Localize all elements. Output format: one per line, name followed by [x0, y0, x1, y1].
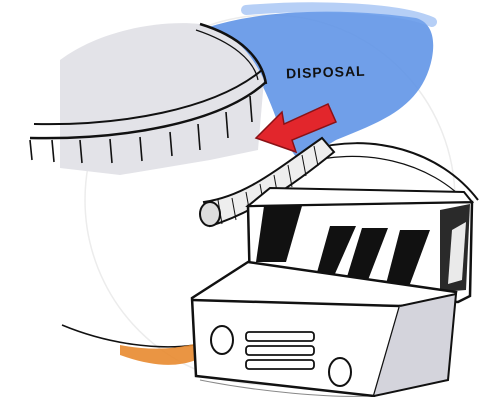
tank-ribs — [29, 95, 253, 164]
tank-shading — [60, 23, 264, 175]
windshield-pillar-left — [256, 206, 302, 262]
disposal-zone — [206, 11, 434, 163]
windshield-stripe — [386, 230, 430, 284]
discharge-hose — [202, 136, 336, 228]
tank-rim-lower — [29, 81, 267, 140]
headlight-left — [210, 325, 234, 355]
hose-nozzle — [199, 201, 221, 227]
truck-grille — [245, 331, 315, 370]
disposal-arrow-icon — [254, 103, 337, 154]
tank-rim-upper — [33, 69, 263, 126]
truck-roof — [245, 186, 475, 208]
disposal-label: DISPOSAL — [285, 62, 366, 82]
orange-ground-mark — [120, 344, 196, 365]
arch-line — [309, 142, 479, 201]
windshield-stripe — [316, 226, 356, 276]
tank-base-line — [61, 324, 196, 348]
windshield-stripe — [346, 228, 388, 280]
tank-top-edge — [199, 22, 268, 85]
headlight-right — [328, 357, 352, 387]
